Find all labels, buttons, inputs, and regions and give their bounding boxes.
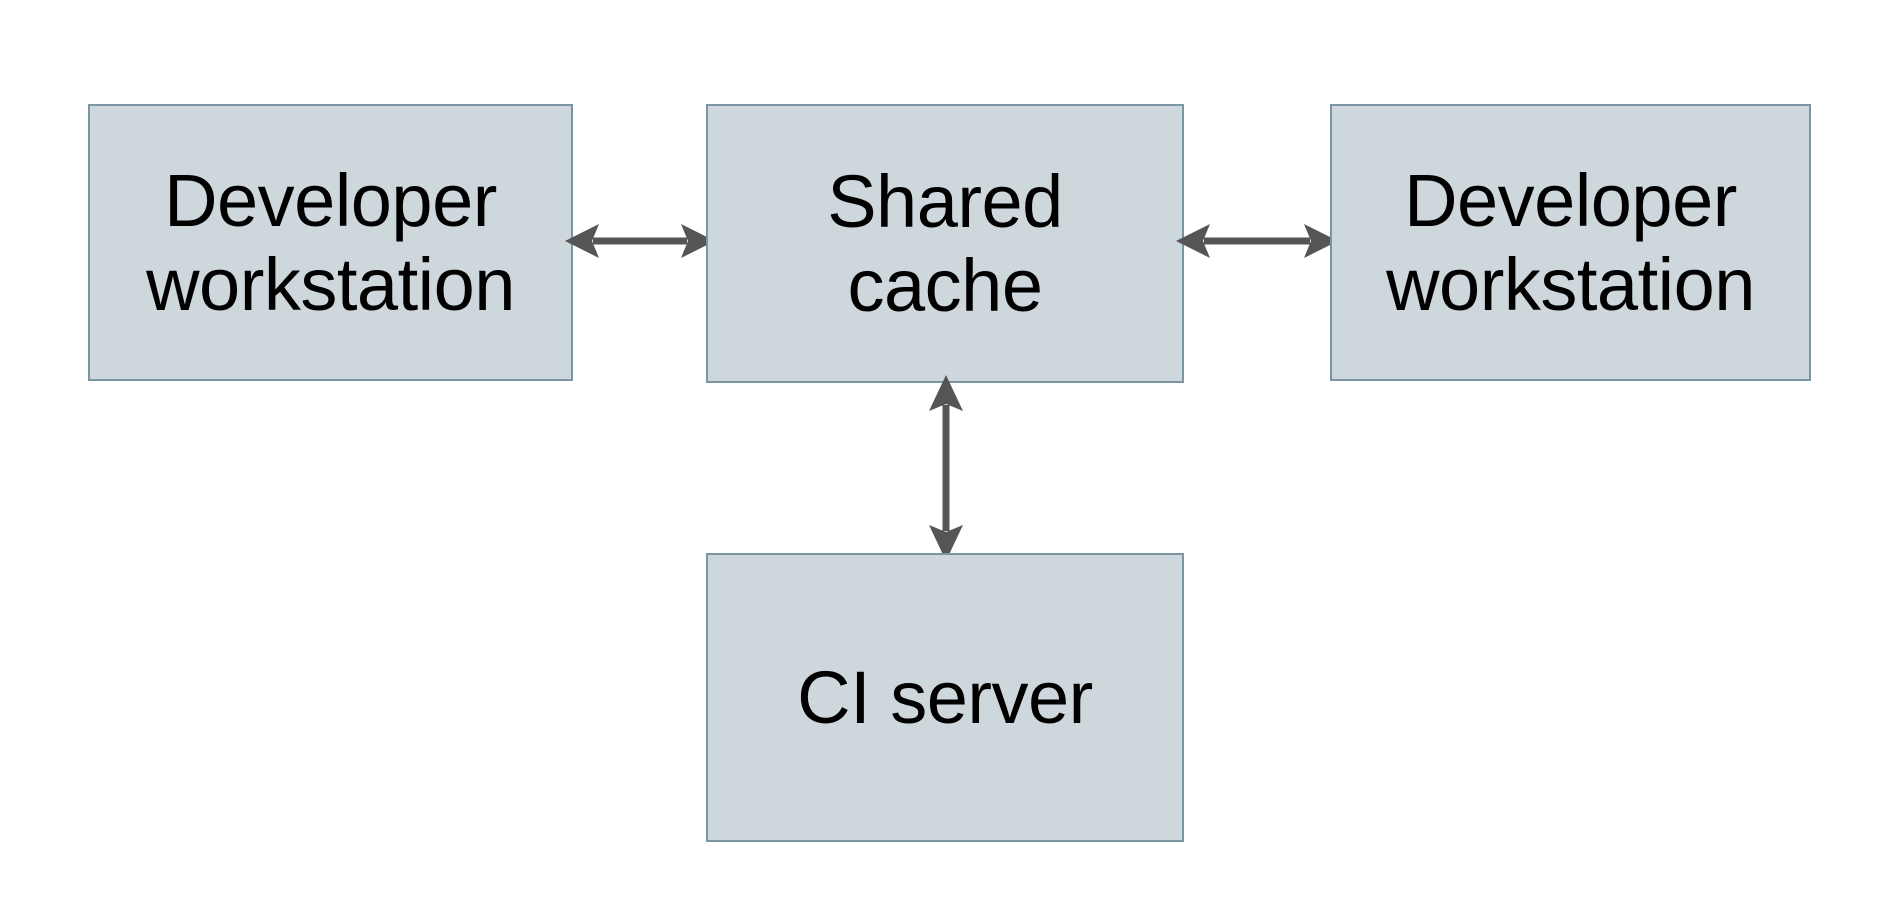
node-label: Shared cache xyxy=(827,159,1063,327)
arrowhead-up-icon xyxy=(929,375,963,411)
node-developer-workstation-left[interactable]: Developer workstation xyxy=(88,104,573,381)
connector-left-workstation-to-shared-cache[interactable] xyxy=(565,210,715,272)
arrowhead-left-icon xyxy=(1176,224,1210,258)
arrowhead-right-icon xyxy=(681,224,715,258)
connector-shared-cache-to-ci-server[interactable] xyxy=(915,375,977,561)
node-label: CI server xyxy=(797,655,1093,739)
arrowhead-down-icon xyxy=(929,525,963,561)
node-ci-server[interactable]: CI server xyxy=(706,553,1184,842)
node-developer-workstation-right[interactable]: Developer workstation xyxy=(1330,104,1811,381)
arrowhead-left-icon xyxy=(565,224,599,258)
arrowhead-right-icon xyxy=(1304,224,1338,258)
node-shared-cache[interactable]: Shared cache xyxy=(706,104,1184,383)
node-label: Developer workstation xyxy=(146,158,515,326)
node-label: Developer workstation xyxy=(1386,158,1755,326)
connector-shared-cache-to-right-workstation[interactable] xyxy=(1176,210,1338,272)
